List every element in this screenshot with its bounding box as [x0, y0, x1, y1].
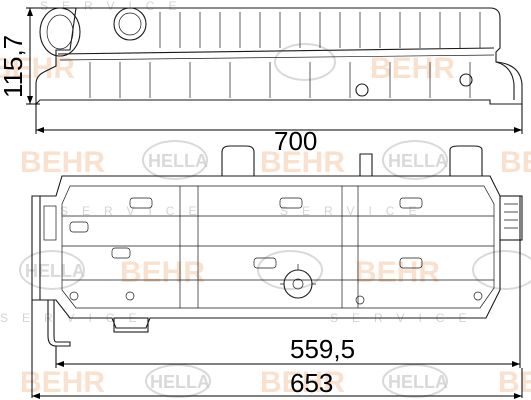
watermark-service: SERVICE — [60, 204, 210, 218]
watermark-row-middle: HELLA BEHR BEHR SERVICE SERVICE — [0, 250, 531, 325]
left-bracket — [31, 195, 40, 301]
watermark-hella: HELLA — [388, 151, 448, 171]
dimension-length-label: 700 — [274, 126, 317, 156]
small-side-port — [355, 83, 369, 97]
slot — [279, 197, 303, 209]
length-arrow-right — [514, 127, 522, 133]
top-port-left — [221, 145, 255, 176]
watermark-hella-oval — [142, 140, 208, 180]
bottom-nozzle — [113, 317, 149, 333]
small-side-port-right — [459, 73, 473, 87]
dimension-width-body-label: 559,5 — [290, 334, 355, 364]
dimension-width-total-label: 653 — [290, 368, 333, 398]
level-sensor-ticks — [280, 264, 316, 285]
slot — [111, 247, 131, 259]
watermark-hella: HELLA — [25, 261, 85, 281]
top-port-middle — [359, 153, 373, 176]
watermark-behr: BEHR — [20, 366, 105, 399]
height-arrow-bottom — [27, 96, 33, 104]
side-view — [35, 7, 523, 106]
top-inner-perimeter — [61, 185, 495, 309]
side-ribs-lower — [89, 62, 471, 98]
watermark-behr: BEHR — [260, 366, 345, 399]
round-port — [113, 7, 147, 41]
watermark-hella-oval — [145, 364, 211, 398]
watermark-hella-oval — [382, 140, 448, 180]
watermark-service: SERVICE — [40, 0, 190, 13]
watermark-service: SERVICE — [0, 311, 150, 325]
mounting-hole — [355, 295, 365, 305]
slot — [399, 257, 423, 269]
dimension-height: 115,7 — [0, 7, 76, 105]
side-seam-line-inner — [59, 54, 495, 61]
body-width-arrow-right — [512, 361, 520, 367]
watermark-row-upper: BEHR HELLA BEHR HELLA BEHR SERVICE SERVI… — [20, 140, 531, 218]
length-arrow-left — [36, 127, 44, 133]
dimension-width-body: 559,5 — [55, 240, 521, 368]
side-ribs-upper — [159, 12, 481, 48]
total-width-arrow-right — [514, 393, 522, 399]
watermark-hella-oval — [19, 250, 85, 290]
watermark-behr: BEHR — [500, 146, 531, 179]
dimension-height-label: 115,7 — [0, 35, 28, 98]
level-sensor-center — [292, 278, 304, 290]
watermark-behr: BEHR — [260, 146, 345, 179]
internal-horizontal-lines — [62, 215, 494, 281]
total-width-arrow-left — [32, 393, 40, 399]
right-connector-ribs — [504, 203, 518, 229]
top-view — [31, 145, 523, 347]
dimension-length: 700 — [35, 104, 523, 156]
slot — [129, 197, 153, 209]
watermark-hella-oval — [382, 364, 448, 398]
mounting-hole — [473, 291, 483, 301]
right-connector — [499, 195, 523, 241]
mounting-holes — [69, 291, 483, 305]
round-port-inner — [118, 12, 142, 36]
watermark-behr: BEHR — [0, 52, 75, 85]
level-sensor — [283, 269, 313, 299]
watermark-hella: HELLA — [150, 372, 210, 392]
height-arrow-top — [27, 8, 33, 16]
internal-partitions — [179, 186, 359, 308]
side-ribs — [89, 12, 481, 98]
slot — [253, 257, 277, 269]
mounting-hole — [125, 291, 135, 301]
right-end-bulge — [495, 61, 515, 100]
watermark-row-bottom: BEHR HELLA BEHR HELLA BEHR — [20, 364, 531, 399]
watermark-hella-oval — [472, 250, 531, 290]
watermark-row-top: BEHR BEHR SERVICE — [0, 0, 455, 85]
watermark-service: SERVICE — [280, 204, 430, 218]
left-bracket-slot — [43, 205, 57, 241]
watermark-behr: BEHR — [20, 146, 105, 179]
watermark-behr: BEHR — [355, 256, 440, 289]
side-seam-line — [57, 47, 495, 55]
slot — [69, 221, 89, 233]
dimension-width-total: 653 — [31, 300, 523, 399]
filler-neck-inner — [46, 14, 74, 50]
watermark-behr: BEHR — [370, 52, 455, 85]
top-port-right — [449, 145, 483, 176]
body-width-arrow-left — [56, 361, 64, 367]
slot — [399, 197, 423, 209]
watermark-hella-oval — [274, 43, 336, 81]
watermark-hella: HELLA — [148, 151, 208, 171]
watermark-hella: HELLA — [388, 372, 448, 392]
side-body-outline — [35, 7, 523, 106]
watermark-behr: BEHR — [120, 256, 205, 289]
watermark-hella-oval — [257, 250, 323, 290]
slot-features — [69, 197, 423, 269]
outlet-pipe — [47, 300, 71, 347]
mounting-hole — [69, 291, 79, 301]
